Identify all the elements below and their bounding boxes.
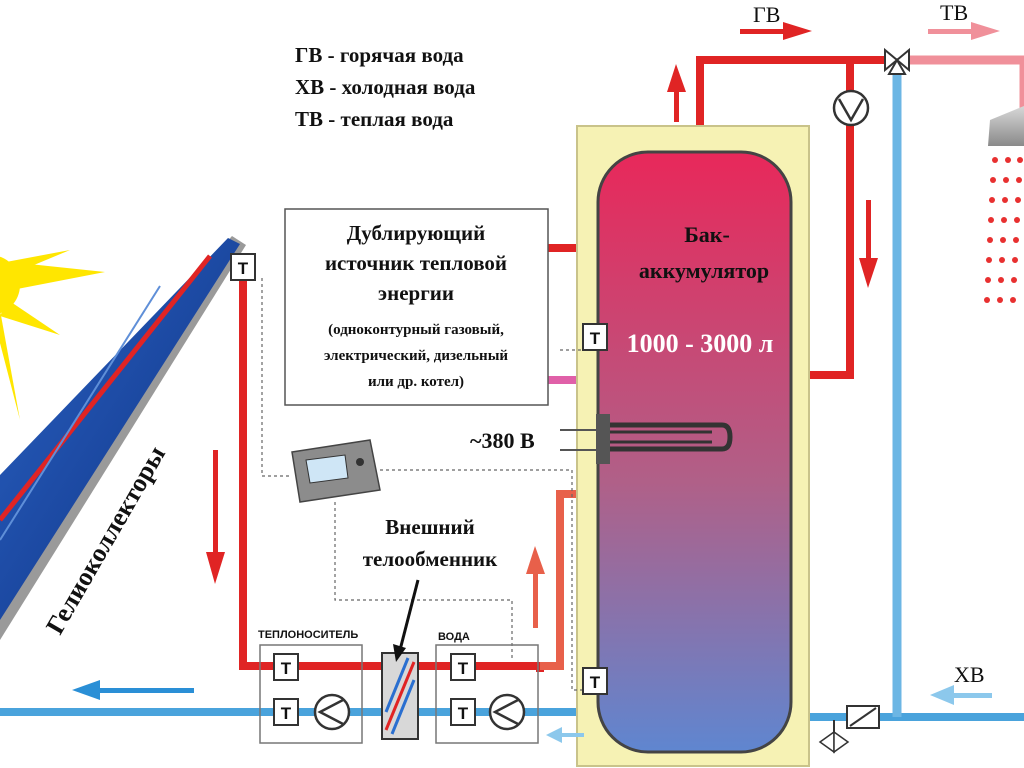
exchanger-pointer bbox=[398, 579, 420, 651]
svg-text:T: T bbox=[238, 259, 249, 278]
legend-tv: ТВ - теплая вода bbox=[295, 107, 454, 131]
warm-pipe bbox=[905, 55, 1024, 120]
svg-text:T: T bbox=[281, 659, 292, 678]
heater-voltage: ~380 В bbox=[470, 428, 535, 453]
sensor-collector: T bbox=[230, 253, 256, 281]
carrier-label: ТЕПЛОНОСИТЕЛЬ bbox=[258, 629, 358, 641]
safety-valve-icon bbox=[818, 720, 850, 754]
backup-line1: Дублирующий bbox=[347, 221, 485, 245]
backup-line3: энергии bbox=[378, 281, 454, 305]
sensor-water-cold: T bbox=[450, 698, 476, 726]
carrier-station-box bbox=[259, 644, 363, 744]
solar-collector-panel bbox=[0, 236, 246, 640]
sun-icon bbox=[0, 250, 105, 420]
svg-text:T: T bbox=[458, 659, 469, 678]
exchanger-line2: телообменник bbox=[363, 547, 498, 571]
svg-text:T: T bbox=[590, 329, 601, 348]
sensor-water-hot: T bbox=[450, 653, 476, 681]
sensor-tank-mid: T bbox=[582, 323, 608, 351]
exchanger-pointer-head bbox=[393, 644, 406, 662]
arrow-tv-right bbox=[928, 22, 1000, 40]
heating-element bbox=[560, 414, 733, 464]
sensor-carrier-hot: T bbox=[273, 653, 299, 681]
tank-label-line1: Бак- bbox=[684, 222, 730, 247]
water-label: ВОДА bbox=[438, 631, 470, 643]
check-valve-icon bbox=[846, 705, 880, 729]
sensor-carrier-cold: T bbox=[273, 698, 299, 726]
flow-arrows bbox=[72, 22, 1000, 743]
arrow-hot-up bbox=[667, 64, 686, 122]
svg-text:T: T bbox=[281, 704, 292, 723]
control-wires bbox=[261, 278, 586, 691]
arrow-cold-left bbox=[72, 680, 194, 700]
arrow-collector-down bbox=[206, 450, 225, 584]
water-station-box bbox=[435, 644, 539, 744]
shower-head-icon bbox=[984, 106, 1024, 303]
arrow-exchanger-up bbox=[526, 546, 545, 628]
svg-text:T: T bbox=[458, 704, 469, 723]
mixing-valve-icon bbox=[884, 47, 910, 75]
backup-line2: источник тепловой bbox=[325, 251, 507, 275]
pump-carrier-icon bbox=[313, 693, 351, 731]
pump-water-icon bbox=[488, 693, 526, 731]
backup-line5: электрический, дизельный bbox=[324, 348, 508, 364]
exchanger-line1: Внешний bbox=[385, 515, 474, 539]
backup-line4: (одноконтурный газовый, bbox=[328, 322, 504, 338]
storage-tank bbox=[576, 125, 810, 767]
arrow-cold-left-small bbox=[546, 727, 584, 743]
backup-line6: или др. котел) bbox=[368, 374, 464, 390]
sensor-tank-bottom: T bbox=[582, 667, 608, 695]
flow-label-gv: ГВ bbox=[753, 2, 780, 27]
arrow-hot-down-right bbox=[859, 200, 878, 288]
legend-gv: ГВ - горячая вода bbox=[295, 43, 464, 67]
backup-source-box bbox=[284, 208, 549, 406]
arrow-gv-right bbox=[740, 22, 812, 40]
flow-label-tv: ТВ bbox=[940, 0, 968, 25]
controller-unit bbox=[291, 439, 381, 503]
legend-hv: ХВ - холодная вода bbox=[295, 75, 476, 99]
heat-exchanger bbox=[381, 652, 419, 740]
arrow-hv-left bbox=[930, 685, 992, 705]
tank-label-line2: аккумулятор bbox=[639, 258, 769, 283]
pump-hot-circuit-icon bbox=[832, 89, 870, 127]
tank-volume: 1000 - 3000 л bbox=[627, 329, 774, 358]
svg-text:T: T bbox=[590, 673, 601, 692]
flow-label-hv: ХВ bbox=[954, 662, 985, 687]
